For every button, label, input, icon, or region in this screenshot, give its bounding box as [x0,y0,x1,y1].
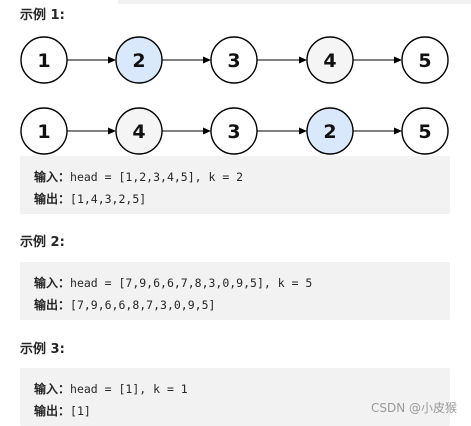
input-label: 输入： [34,382,71,396]
linked-list-after: 1 4 3 2 5 [20,107,449,155]
list-node-value: 4 [132,121,145,143]
arrow-head [394,56,402,64]
list-node-value: 3 [227,50,240,72]
arrow-head [299,56,307,64]
list-node-circle [115,36,163,84]
input-value: head = [1], k = 1 [70,382,188,396]
example-2-output-line: 输出：[7,9,6,6,8,7,3,0,9,5] [34,296,215,313]
output-label: 输出： [34,298,71,312]
linked-list-before: 1 2 3 4 5 [20,36,449,84]
list-node-circle [20,107,68,155]
arrow-head [108,127,116,135]
output-value: [1] [70,404,91,418]
list-node-value: 2 [323,121,336,143]
input-value: head = [7,9,6,6,7,8,3,0,9,5], k = 5 [70,276,313,290]
list-node-circle [210,107,258,155]
list-node-value: 3 [227,121,240,143]
example-3-input-line: 输入：head = [1], k = 1 [34,380,188,397]
input-label: 输入： [34,276,71,290]
arrow-head [108,56,116,64]
output-value: [7,9,6,6,8,7,3,0,9,5] [70,298,216,312]
example-2-input-line: 输入：head = [7,9,6,6,7,8,3,0,9,5], k = 5 [34,274,312,291]
arrow-head [203,127,211,135]
output-label: 输出： [34,404,71,418]
list-node-circle [20,36,68,84]
example-1-output-line: 输出：[1,4,3,2,5] [34,190,146,207]
example-1-heading: 示例 1: [20,8,65,23]
input-label: 输入： [34,170,71,184]
list-node-value: 1 [37,50,50,72]
output-value: [1,4,3,2,5] [70,192,147,206]
list-node-circle [401,36,449,84]
arrow-head [394,127,402,135]
list-node-circle [401,107,449,155]
example-1-input-line: 输入：head = [1,2,3,4,5], k = 2 [34,168,243,185]
watermark: CSDN @小皮猴 [370,401,457,415]
example-3-code-block: 输入：head = [1], k = 1 输出：[1] [20,368,450,426]
list-node-circle [306,36,354,84]
arrow-head [203,56,211,64]
example-2-heading: 示例 2: [20,235,65,250]
arrow-head [299,127,307,135]
output-label: 输出： [34,192,71,206]
list-node-value: 5 [418,121,431,143]
list-node-circle [115,107,163,155]
list-node-circle [210,36,258,84]
top-edge-bar [118,0,471,4]
list-node-value: 2 [132,50,145,72]
list-node-value: 4 [323,50,336,72]
example-2-code-block: 输入：head = [7,9,6,6,7,8,3,0,9,5], k = 5 输… [20,262,450,320]
list-node-circle [306,107,354,155]
linked-list-diagrams: 1 2 3 4 5 1 4 3 2 5 [20,36,449,155]
list-node-value: 1 [37,121,50,143]
example-1-code-block: 输入：head = [1,2,3,4,5], k = 2 输出：[1,4,3,2… [20,156,450,214]
input-value: head = [1,2,3,4,5], k = 2 [70,170,244,184]
example-3-heading: 示例 3: [20,342,65,357]
example-3-output-line: 输出：[1] [34,402,91,419]
list-node-value: 5 [418,50,431,72]
